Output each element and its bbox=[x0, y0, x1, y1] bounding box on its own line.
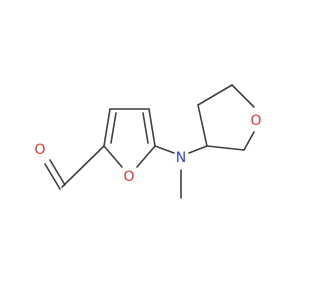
bond-nitrogen-oxolane bbox=[188, 145, 208, 154]
chemical-structure: O O N O bbox=[34, 84, 262, 199]
oxolane-oxygen-label: O bbox=[250, 113, 261, 129]
bond-oxolane-c4-c5 bbox=[197, 84, 233, 106]
furan-oxygen-label: O bbox=[123, 169, 134, 185]
aldehyde-oxygen-label: O bbox=[34, 142, 45, 158]
bond-oxolane-c2-c3 bbox=[206, 145, 245, 151]
bond-furan-c2-c3-inner bbox=[110, 112, 117, 144]
amine-nitrogen-label: N bbox=[176, 150, 186, 166]
bond-furan-c4-c5 bbox=[148, 108, 156, 147]
bond-oxolane-c5-o bbox=[231, 84, 255, 108]
bond-furan-c2-o bbox=[103, 145, 123, 168]
bond-aldehyde-co-b bbox=[44, 163, 61, 190]
bond-ring-nitrogen bbox=[154, 145, 175, 154]
bond-aldehyde-co-a bbox=[49, 159, 66, 186]
bond-oxolane-c3-c4 bbox=[197, 104, 208, 147]
bonds bbox=[44, 84, 255, 199]
bond-furan-c4-c5-inner bbox=[142, 112, 149, 144]
atom-labels: O O N O bbox=[34, 113, 261, 185]
bond-furan-c2-c3 bbox=[103, 108, 111, 147]
bond-aldehyde-ring bbox=[61, 145, 105, 188]
bond-furan-c5-o bbox=[136, 145, 156, 168]
bond-oxolane-o-c2 bbox=[243, 131, 255, 151]
